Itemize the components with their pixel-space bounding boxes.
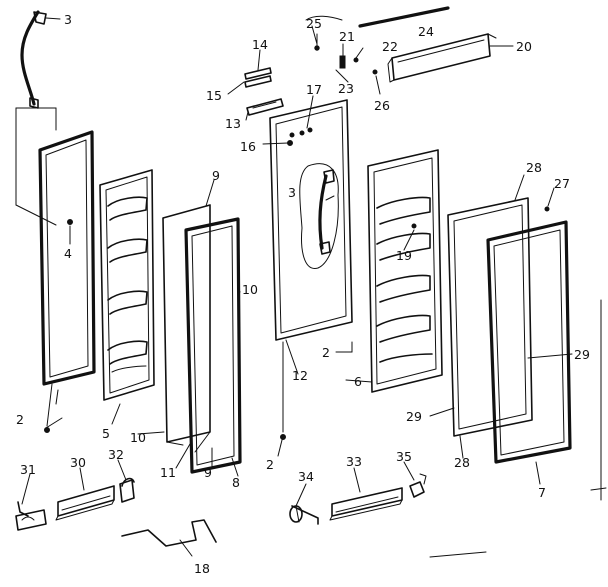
handle-part-3-left: [20, 10, 61, 109]
callout-34: 34: [298, 469, 314, 484]
callout-28-top: 28: [526, 160, 542, 175]
callout-16: 16: [240, 139, 256, 154]
callout-3-left: 3: [64, 12, 72, 27]
callout-22: 22: [382, 39, 398, 54]
bracket-part-31: [15, 501, 47, 531]
callout-26: 26: [374, 98, 390, 113]
bottom-mark: [429, 299, 607, 558]
door-liner-part-5: [99, 169, 155, 401]
callout-14: 14: [252, 37, 268, 52]
top-trim-part-20: [387, 33, 497, 83]
callout-7: 7: [538, 485, 546, 500]
clip-part-35: [409, 473, 427, 498]
callout-32: 32: [108, 447, 124, 462]
callout-19: 19: [396, 248, 412, 263]
door-outer-panel-part-12: [269, 99, 353, 440]
door-panel-part-28-29: [447, 197, 572, 464]
roller-part-34: [289, 505, 319, 525]
callout-31: 31: [20, 462, 36, 477]
callout-13: 13: [225, 116, 241, 131]
trim-part-13: [246, 98, 284, 116]
callout-2-left: 2: [16, 412, 24, 427]
callout-25: 25: [306, 16, 322, 31]
callout-9-bottom: 9: [204, 465, 212, 480]
callout-2-center: 2: [322, 345, 330, 360]
callout-29-left: 29: [406, 409, 422, 424]
callout-24: 24: [418, 24, 434, 39]
callout-10-bottom: 10: [130, 430, 146, 445]
door-gasket-part-4: [38, 130, 96, 433]
bottom-trim-part-30: [55, 485, 115, 521]
leader-lines-left: [15, 107, 57, 226]
callout-21: 21: [339, 29, 355, 44]
bottom-trim-part-33: [329, 487, 403, 521]
hinge-parts-21-26: [305, 6, 450, 83]
callout-6: 6: [354, 374, 362, 389]
callout-4: 4: [64, 246, 72, 261]
callout-12: 12: [292, 368, 308, 383]
callout-29-right: 29: [574, 347, 590, 362]
callout-35: 35: [396, 449, 412, 464]
callout-2-bottom: 2: [266, 457, 274, 472]
callout-3-center: 3: [288, 185, 296, 200]
door-panel-part-9-10: [162, 204, 242, 474]
callout-leaders: [21, 25, 573, 557]
callout-18: 18: [194, 561, 210, 576]
callout-28-bottom: 28: [454, 455, 470, 470]
callout-5: 5: [102, 426, 110, 441]
door-liner-part-6: [367, 149, 443, 393]
trim-part-14-15: [244, 67, 272, 88]
clip-part-32: [119, 477, 135, 503]
wire-part-18: [121, 519, 217, 547]
callout-27: 27: [554, 176, 570, 191]
callout-9-top: 9: [212, 168, 220, 183]
callout-15: 15: [206, 88, 222, 103]
callout-labels: 3 4 2 5 10 11 9 8 9 10 14 15 13 16 17 3 …: [16, 12, 590, 576]
callout-33: 33: [346, 454, 362, 469]
callout-11: 11: [160, 465, 176, 480]
callout-20: 20: [516, 39, 532, 54]
callout-10-top: 10: [242, 282, 258, 297]
callout-17: 17: [306, 82, 322, 97]
callout-30: 30: [70, 455, 86, 470]
callout-23: 23: [338, 81, 354, 96]
callout-8: 8: [232, 475, 240, 490]
